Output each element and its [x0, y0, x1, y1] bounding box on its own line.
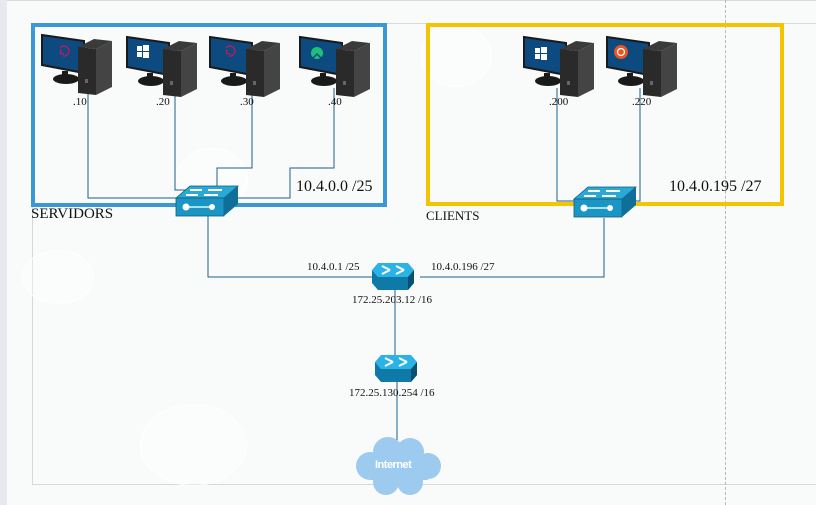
page-break-line [725, 0, 726, 505]
canvas-top-border [7, 0, 816, 1]
server-links [87, 88, 335, 199]
host-label: .10 [73, 96, 87, 108]
windows-icon [535, 47, 547, 60]
host-label: .40 [328, 96, 342, 108]
windows-icon [137, 45, 149, 58]
backbone-links [207, 216, 605, 440]
server-pc-10 [41, 34, 113, 96]
servers-group-label: SERVIDORS [31, 206, 114, 222]
core-router-left-ip: 10.4.0.1 /25 [307, 261, 360, 273]
client-links [556, 88, 641, 202]
servers-switch [175, 185, 239, 217]
core-router [371, 262, 415, 291]
gateway-router [374, 354, 418, 383]
host-label: .220 [632, 96, 652, 108]
server-pc-40 [299, 36, 371, 98]
background-bubble [420, 25, 492, 87]
client-pc-200 [523, 36, 595, 98]
linux-mint-icon [311, 47, 323, 59]
host-label: .20 [156, 96, 170, 108]
debian-icon [59, 45, 70, 57]
servers-network-label: 10.4.0.0 /25 [296, 178, 373, 195]
gateway-router-ip: 172.25.130.254 /16 [349, 387, 435, 399]
core-router-bottom-ip: 172.25.203.12 /16 [352, 294, 433, 306]
internet-cloud-icon [356, 437, 441, 495]
left-ruler [0, 0, 7, 505]
clients-network-label: 10.4.0.195 /27 [669, 178, 762, 195]
host-label: .200 [549, 96, 569, 108]
background-bubble [140, 404, 247, 486]
debian-icon [225, 45, 236, 57]
ubuntu-icon [614, 45, 628, 59]
host-label: .30 [240, 96, 254, 108]
core-router-right-ip: 10.4.0.196 /27 [431, 261, 495, 273]
clients-group-label: CLIENTS [426, 208, 480, 223]
internet-label: Internet [375, 459, 412, 471]
background-bubble [22, 250, 94, 304]
page-boundary [32, 23, 816, 485]
clients-switch [573, 186, 637, 218]
server-pc-30 [209, 36, 281, 98]
